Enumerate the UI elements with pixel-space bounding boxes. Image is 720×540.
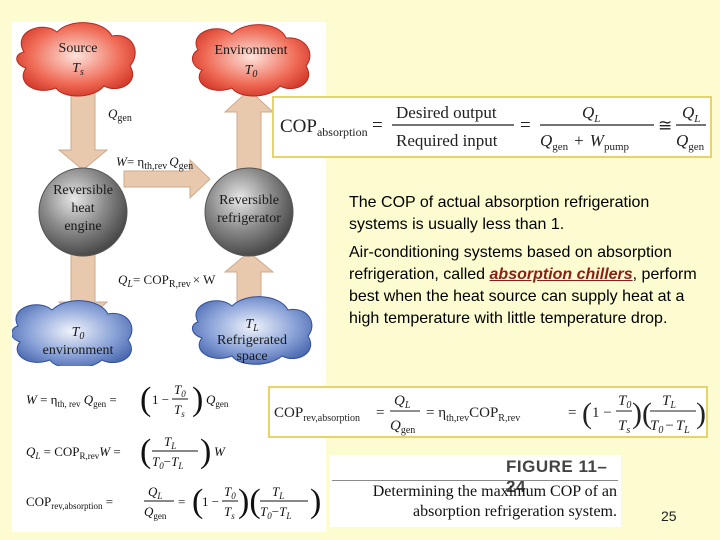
cop-num2: QL: [682, 103, 700, 125]
svg-text:T0−TL: T0−TL: [152, 454, 183, 471]
svg-text:(: (: [140, 433, 151, 470]
svg-text:QL: QL: [148, 484, 162, 501]
refrigerator-label-line1: Reversible: [219, 193, 279, 208]
svg-text:)(: )(: [238, 483, 261, 520]
rev-one-minus: 1 −: [592, 405, 612, 421]
svg-text:): ): [310, 483, 321, 520]
equation-work: W = ηth, rev Qgen = ( 1 − T0 Ts ) Qgen: [26, 381, 229, 419]
page-number: 25: [661, 508, 677, 524]
cop-absorption-equation: COPabsorption = Desired output Required …: [272, 96, 712, 158]
environment-top-cloud: [192, 25, 309, 96]
environment-bottom-label: environment: [43, 343, 114, 358]
svg-text:1 −: 1 −: [152, 392, 169, 407]
absorption-chillers-term: absorption chillers: [490, 266, 633, 283]
svg-text:T0: T0: [224, 484, 236, 501]
rev-eq-1: =: [376, 405, 384, 421]
cop-num-words: Desired output: [396, 103, 497, 122]
rev-ts: Ts: [618, 418, 630, 436]
cop-eq-1: =: [372, 115, 383, 136]
svg-text:(: (: [582, 397, 592, 430]
cop-rev-absorption-equation: COPrev,absorption = QL Qgen = ηth,revCOP…: [268, 386, 708, 438]
equation-ql: QL = COPR,revW = ( TL T0−TL ) W: [26, 433, 226, 471]
svg-text:TL: TL: [272, 484, 284, 501]
rev-eta: = ηth,revCOPR,rev: [426, 405, 520, 424]
ql-label: QL= COPR,rev× W: [118, 272, 216, 290]
cop-num-sym: QL: [582, 103, 600, 125]
svg-text:Ts: Ts: [224, 504, 235, 521]
engine-label-line3: engine: [64, 219, 101, 234]
svg-text:Ts: Ts: [174, 402, 185, 419]
environment-top-label: Environment: [214, 43, 287, 58]
qgen-label: Qgen: [108, 106, 132, 124]
svg-text:): ): [696, 397, 706, 430]
note-cop-less-than-one: The COP of actual absorption refrigerati…: [349, 192, 709, 236]
cop-lhs: COPabsorption: [280, 116, 368, 139]
engine-label-line1: Reversible: [53, 183, 113, 198]
environment-arrow: [225, 90, 273, 170]
cop-eq-2: =: [520, 115, 531, 136]
svg-text:)(: )(: [632, 397, 652, 430]
svg-text:): ): [200, 433, 211, 470]
svg-text:=: =: [178, 494, 185, 509]
rev-tl: TL: [662, 393, 676, 411]
note-absorption-chillers: Air-conditioning systems based on absorp…: [349, 242, 709, 330]
svg-text:TL: TL: [164, 434, 176, 451]
svg-text:W = ηth, rev Qgen =: W = ηth, rev Qgen =: [26, 392, 117, 409]
figure-caption-line2: absorption refrigeration system.: [331, 502, 617, 522]
cop-den-words: Required input: [396, 131, 498, 150]
svg-text:T0−TL: T0−TL: [260, 504, 291, 521]
svg-text:Qgen: Qgen: [206, 392, 229, 409]
rev-den: Qgen: [390, 418, 415, 436]
space-label-line1: Refrigerated: [217, 333, 287, 348]
cycle-diagram: Source Ts Environment T0 Reversible heat…: [12, 22, 326, 366]
cop-approx: ≅: [658, 116, 672, 135]
figure-divider: [332, 480, 618, 481]
figure-caption-box: FIGURE 11–24 Determining the maximum COP…: [330, 455, 621, 527]
svg-text:(: (: [140, 381, 151, 418]
source-cloud: [17, 23, 135, 96]
svg-text:T0: T0: [174, 382, 186, 399]
cop-den2: Qgen: [676, 131, 705, 153]
rev-t0-minus-tl: T0−TL: [650, 418, 690, 436]
rev-t0: T0: [618, 393, 631, 411]
svg-text:W: W: [214, 444, 226, 459]
rev-num: QL: [394, 393, 411, 411]
svg-text:QL = COPR,revW =: QL = COPR,revW =: [26, 444, 121, 461]
cop-den-sym: Qgen+Wpump: [540, 131, 629, 153]
refrigerator-label-line2: refrigerator: [217, 211, 281, 226]
svg-text:): ): [192, 381, 203, 418]
space-label-line2: space: [236, 349, 267, 364]
svg-text:COPrev,absorption =: COPrev,absorption =: [26, 494, 113, 511]
figure-caption-line1: Determining the maximum COP of an: [331, 482, 617, 502]
rev-eq-3: =: [568, 405, 576, 421]
rev-lhs: COPrev,absorption: [274, 405, 360, 424]
source-label: Source: [59, 41, 98, 56]
engine-label-line2: heat: [71, 201, 94, 216]
figure-caption: Determining the maximum COP of an absorp…: [331, 482, 617, 522]
svg-text:1 −: 1 −: [202, 494, 219, 509]
svg-text:Qgen: Qgen: [144, 504, 167, 521]
equation-cop-rev: COPrev,absorption = QL Qgen = ( 1 − T0 T…: [26, 483, 321, 521]
